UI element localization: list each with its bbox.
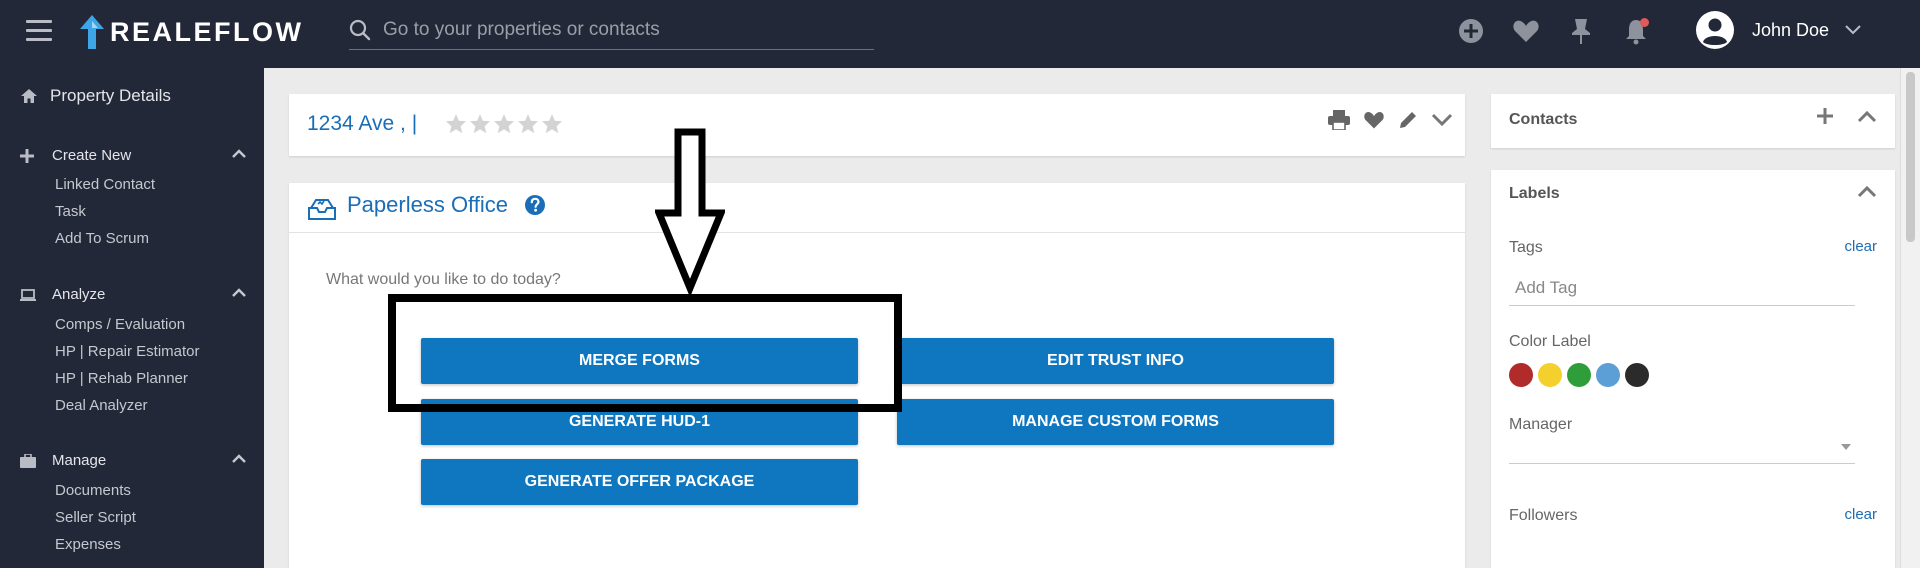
color-swatch-blue[interactable] xyxy=(1596,363,1620,387)
merge-forms-button[interactable]: MERGE FORMS xyxy=(421,338,858,384)
contacts-title: Contacts xyxy=(1509,111,1578,128)
sidebar-item-seller-script[interactable]: Seller Script xyxy=(55,509,136,526)
scrollbar-thumb[interactable] xyxy=(1906,72,1915,242)
sidebar-section-manage[interactable]: Manage xyxy=(20,452,246,469)
annotation-highlight-box xyxy=(388,294,902,412)
notification-badge xyxy=(1640,18,1649,27)
chevron-up-icon xyxy=(232,454,246,463)
sidebar-item-expenses[interactable]: Expenses xyxy=(55,536,121,553)
tags-clear-link[interactable]: clear xyxy=(1844,238,1877,255)
color-swatch-black[interactable] xyxy=(1625,363,1649,387)
manager-select[interactable] xyxy=(1509,430,1855,464)
sidebar-section-label: Analyze xyxy=(52,286,106,303)
search-icon xyxy=(349,19,371,40)
sidebar-item-comps-evaluation[interactable]: Comps / Evaluation xyxy=(55,316,186,333)
brand-name: REALEFLOW xyxy=(110,16,304,47)
add-tag-input[interactable] xyxy=(1509,270,1855,306)
paperless-office-card: Paperless Office What would you like to … xyxy=(289,183,1465,568)
sidebar-section-label: Manage xyxy=(52,452,107,469)
chevron-up-icon[interactable] xyxy=(1857,185,1877,198)
property-header-card: 1234 Ave , | xyxy=(289,94,1465,156)
pin-icon[interactable] xyxy=(1566,16,1596,46)
followers-label: Followers xyxy=(1509,507,1578,524)
sidebar-item-add-to-scrum[interactable]: Add To Scrum xyxy=(55,230,149,247)
brand-logo[interactable]: REALEFLOW xyxy=(80,14,303,50)
heart-icon[interactable] xyxy=(1363,110,1385,130)
sidebar-item-linked-contact[interactable]: Linked Contact xyxy=(55,176,156,193)
sidebar-item-documents[interactable]: Documents xyxy=(55,482,131,499)
user-name: John Doe xyxy=(1752,19,1830,40)
color-swatch-green[interactable] xyxy=(1567,363,1591,387)
generate-offer-package-button[interactable]: GENERATE OFFER PACKAGE xyxy=(421,459,858,505)
sidebar-item-repair-estimator[interactable]: HP | Repair Estimator xyxy=(55,343,200,360)
inbox-tray-icon xyxy=(308,199,336,220)
star-icon[interactable] xyxy=(517,113,539,134)
question-circle-icon[interactable] xyxy=(524,194,546,216)
chevron-up-icon[interactable] xyxy=(1857,110,1877,123)
star-rating[interactable] xyxy=(445,113,563,134)
tags-label: Tags xyxy=(1509,239,1543,256)
hamburger-menu-icon[interactable] xyxy=(26,20,52,42)
property-actions xyxy=(1328,110,1453,130)
manager-label: Manager xyxy=(1509,416,1573,433)
plus-icon xyxy=(20,148,34,163)
plus-icon[interactable] xyxy=(1817,108,1833,124)
sidebar-item-task[interactable]: Task xyxy=(55,203,86,220)
briefcase-icon xyxy=(20,453,36,468)
followers-clear-link[interactable]: clear xyxy=(1844,506,1877,523)
property-address[interactable]: 1234 Ave , | xyxy=(307,112,418,135)
paperless-office-header: Paperless Office xyxy=(289,183,1465,233)
labels-title: Labels xyxy=(1509,185,1560,202)
sidebar-item-deal-analyzer[interactable]: Deal Analyzer xyxy=(55,397,148,414)
top-navigation-bar: REALEFLOW John Doe xyxy=(0,0,1920,68)
heart-icon[interactable] xyxy=(1511,16,1541,46)
home-icon xyxy=(21,89,37,103)
annotation-down-arrow xyxy=(655,128,725,296)
chevron-up-icon xyxy=(232,149,246,158)
add-circle-icon[interactable] xyxy=(1456,16,1486,46)
sidebar-section-label: Create New xyxy=(52,147,132,164)
labels-panel: Labels Tags clear Color Label Manager Fo… xyxy=(1491,170,1895,568)
sidebar-section-create-new[interactable]: Create New xyxy=(20,147,246,164)
sidebar-item-rehab-planner[interactable]: HP | Rehab Planner xyxy=(55,370,188,387)
laptop-icon xyxy=(20,288,36,301)
star-icon[interactable] xyxy=(541,113,563,134)
star-icon[interactable] xyxy=(469,113,491,134)
color-swatches xyxy=(1509,363,1649,387)
manage-custom-forms-button[interactable]: MANAGE CUSTOM FORMS xyxy=(897,399,1334,445)
search-input[interactable] xyxy=(383,18,863,41)
user-avatar-icon xyxy=(1696,11,1734,49)
sidebar-section-analyze[interactable]: Analyze xyxy=(20,286,246,303)
user-menu[interactable]: John Doe xyxy=(1696,11,1861,49)
print-icon[interactable] xyxy=(1328,110,1350,130)
chevron-up-icon xyxy=(232,288,246,297)
color-label-title: Color Label xyxy=(1509,333,1591,350)
chevron-down-icon[interactable] xyxy=(1431,113,1453,127)
dropdown-caret-icon xyxy=(1841,444,1851,450)
pencil-icon[interactable] xyxy=(1398,110,1418,130)
chevron-down-icon xyxy=(1845,25,1861,35)
star-icon[interactable] xyxy=(493,113,515,134)
color-swatch-yellow[interactable] xyxy=(1538,363,1562,387)
sidebar-title-label: Property Details xyxy=(50,86,171,105)
star-icon[interactable] xyxy=(445,113,467,134)
paperless-office-title: Paperless Office xyxy=(347,192,509,217)
realeflow-logo-icon xyxy=(80,15,104,49)
contacts-panel: Contacts xyxy=(1491,94,1895,148)
paperless-prompt: What would you like to do today? xyxy=(326,271,561,288)
sidebar: Property Details Create New Linked Conta… xyxy=(0,68,264,568)
color-swatch-red[interactable] xyxy=(1509,363,1533,387)
sidebar-item-property-details[interactable]: Property Details xyxy=(20,86,171,106)
edit-trust-info-button[interactable]: EDIT TRUST INFO xyxy=(897,338,1334,384)
page-scrollbar[interactable] xyxy=(1900,68,1920,568)
global-search xyxy=(349,10,874,50)
bell-icon[interactable] xyxy=(1621,16,1651,46)
